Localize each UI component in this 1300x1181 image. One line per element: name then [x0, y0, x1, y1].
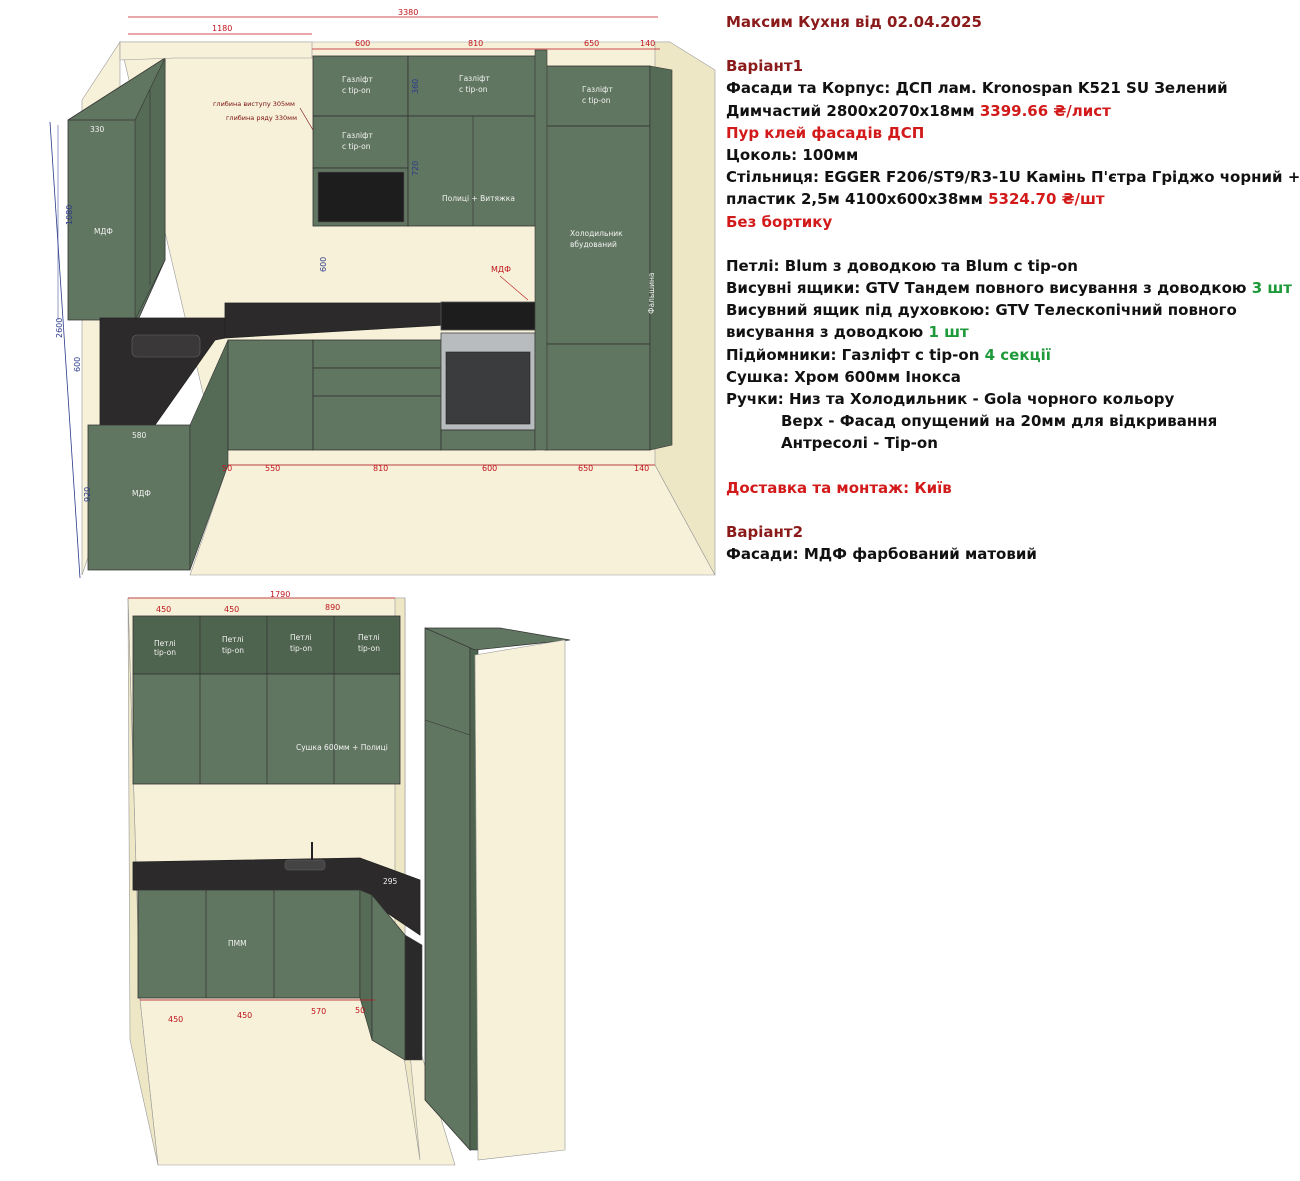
v1-dim-total: 3380 — [398, 8, 418, 17]
handles-line3: Антресолі - Tip-on — [781, 434, 938, 453]
v1-fridge-1: Холодильник — [570, 229, 623, 238]
v1-dim-600-wall: 600 — [319, 257, 328, 272]
v2-dim-bottom-2: 450 — [237, 1011, 252, 1020]
v1-dim-bottom-3: 810 — [373, 464, 388, 473]
v1-dim-bottom-4: 600 — [482, 464, 497, 473]
v1-dim-v-upper: 1080 — [65, 205, 74, 225]
v1-dim-580: 580 — [132, 431, 147, 440]
v1-worktop-line2: пластик 2,5м 4100x600x38мм 5324.70 ₴/шт — [726, 188, 1266, 210]
v2-hinges-3b: tip-on — [290, 644, 312, 653]
v1-mdf-lower: МДФ — [132, 489, 151, 498]
v1-dim-bottom-6: 140 — [634, 464, 649, 473]
v2-hinges-2b: tip-on — [222, 646, 244, 655]
v1-dim-v-lower: 920 — [83, 487, 92, 502]
v1-plinth: Цоколь: 100мм — [726, 146, 859, 165]
oven-drawer-line2: висування з доводкою 1 шт — [726, 321, 1266, 343]
v1-gaslift-3: Газліфт — [342, 131, 373, 140]
v2-facades: Фасади: МДФ фарбований матовий — [726, 545, 1037, 564]
variant2-heading: Варіант2 — [726, 522, 804, 541]
lifts-text: Підйомники: Газліфт с tip-on — [726, 345, 980, 364]
drawers-text: Висувні ящики: GTV Тандем повного висува… — [726, 279, 1247, 298]
dryer-line: Сушка: Хром 600мм Інокса — [726, 367, 961, 386]
v1-depth-1: глибина виступу 305мм — [213, 100, 295, 108]
v2-hinges-1a: Петлі — [154, 639, 176, 648]
v2-hinges-3a: Петлі — [290, 633, 312, 642]
lifts-qty: 4 секції — [984, 345, 1051, 364]
kitchen-view-2: 1790 450 450 890 450 450 570 50 295 Петл… — [127, 590, 571, 1166]
v1-tipon-4: с tip-on — [582, 96, 611, 105]
drawers-line: Висувні ящики: GTV Тандем повного висува… — [726, 277, 1292, 299]
v2-hinges-1b: tip-on — [154, 648, 176, 657]
v1-dim-top-4: 140 — [640, 39, 655, 48]
kitchen-view-1: 3380 1180 600 810 650 140 50 550 810 600… — [49, 8, 716, 579]
notes-title: Максим Кухня від 02.04.2025 — [726, 13, 982, 31]
v1-facades-line1: Фасади та Корпус: ДСП лам. Kronospan K52… — [726, 79, 1228, 98]
v1-mdf-upper: МДФ — [94, 227, 113, 236]
kitchen-drawings: 3380 1180 600 810 650 140 50 550 810 600… — [49, 8, 716, 1166]
v1-dim-v-mid: 600 — [73, 357, 82, 372]
handles-line1: Ручки: Низ та Холодильник - Gola чорного… — [726, 390, 1175, 409]
handles-line2: Верх - Фасад опущений на 20мм для відкри… — [781, 412, 1218, 431]
v2-dim-total: 1790 — [270, 590, 290, 599]
oven-drawer-line1: Висувний ящик під духовкою: GTV Телескоп… — [726, 301, 1237, 320]
v1-facades-size: Димчастий 2800x2070x18мм — [726, 101, 975, 120]
oven-drawer-text: висування з доводкою — [726, 323, 924, 342]
v1-worktop-size: пластик 2,5м 4100x600x38мм — [726, 190, 983, 209]
v1-dim-top-3: 650 — [584, 39, 599, 48]
v2-dim-bottom-4: 50 — [355, 1006, 365, 1015]
lifts-line: Підйомники: Газліфт с tip-on 4 секції — [726, 344, 1266, 366]
v2-dim-top-1: 450 — [156, 605, 171, 614]
v1-dim-top-1: 600 — [355, 39, 370, 48]
v1-glue: Пур клей фасадів ДСП — [726, 123, 925, 142]
v1-tipon-1: с tip-on — [342, 86, 371, 95]
v1-dim-720: 720 — [411, 161, 420, 176]
v1-dim-bottom-5: 650 — [578, 464, 593, 473]
v1-no-edge: Без бортику — [726, 212, 833, 231]
v2-dim-bottom-3: 570 — [311, 1007, 326, 1016]
spec-notes: Максим Кухня від 02.04.2025 Варіант1 Фас… — [726, 11, 1300, 565]
v1-fridge-2: вбудований — [570, 240, 617, 249]
v2-hinges-4a: Петлі — [358, 633, 380, 642]
v1-tipon-3: с tip-on — [342, 142, 371, 151]
v2-hinges-2a: Петлі — [222, 635, 244, 644]
oven-drawer-qty: 1 шт — [928, 323, 969, 342]
v1-worktop-line1: Стільниця: EGGER F206/ST9/R3-1U Камінь П… — [726, 168, 1300, 187]
v2-dim-top-3: 890 — [325, 603, 340, 612]
drawers-qty: 3 шт — [1251, 279, 1292, 298]
v1-shelves-hood: Полиці + Витяжка — [442, 194, 515, 203]
v1-worktop-price: 5324.70 ₴/шт — [988, 190, 1105, 209]
v1-dim-bottom-1: 50 — [222, 464, 232, 473]
v2-hinges-4b: tip-on — [358, 644, 380, 653]
v2-dim-top-2: 450 — [224, 605, 239, 614]
v2-dishwasher: ПММ — [228, 939, 247, 948]
v1-dim-360: 360 — [411, 79, 420, 94]
variant1-heading: Варіант1 — [726, 57, 804, 76]
v1-gaslift-2: Газліфт — [459, 74, 490, 83]
v1-dim-v-total: 2600 — [55, 318, 64, 338]
v2-dryer: Сушка 600мм + Полиці — [296, 743, 388, 752]
v1-dim-left: 1180 — [212, 24, 232, 33]
v1-facades-line2: Димчастий 2800x2070x18мм 3399.66 ₴/лист — [726, 100, 1266, 122]
v1-gaslift-4: Газліфт — [582, 85, 613, 94]
v1-dim-top-2: 810 — [468, 39, 483, 48]
v1-mdf-wall: МДФ — [491, 265, 511, 274]
v2-dim-bottom-1: 450 — [168, 1015, 183, 1024]
delivery-line: Доставка та монтаж: Київ — [726, 478, 952, 497]
hinges-line: Петлі: Blum з доводкою та Blum с tip-on — [726, 256, 1078, 275]
v1-gaslift-1: Газліфт — [342, 75, 373, 84]
v1-facades-price: 3399.66 ₴/лист — [979, 101, 1111, 120]
v2-dim-295: 295 — [383, 877, 398, 886]
v1-depth-2: глибина ряду 330мм — [226, 114, 297, 122]
v1-tipon-2: с tip-on — [459, 85, 488, 94]
v1-false-panel: Фальшина — [647, 272, 656, 314]
v1-dim-bottom-2: 550 — [265, 464, 280, 473]
v1-dim-330: 330 — [90, 125, 105, 134]
